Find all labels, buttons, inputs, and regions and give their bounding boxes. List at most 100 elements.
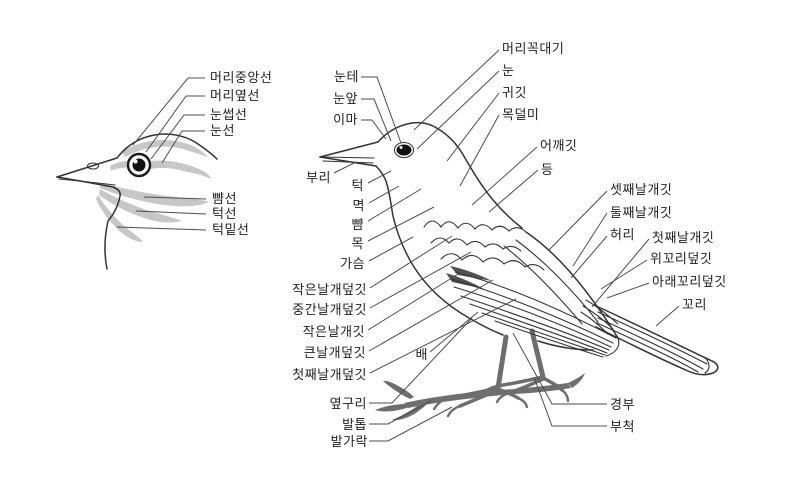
left-foot-claw2	[446, 404, 462, 418]
tertial-edge-2	[503, 245, 583, 325]
left-foot-toe1	[446, 386, 500, 400]
branch-tip-right	[568, 373, 585, 388]
left-foot-backclaw	[516, 396, 529, 409]
leg-right	[529, 328, 546, 380]
label-toe: 발가락	[330, 434, 368, 449]
label-uppertail-coverts: 위꼬리덮깃	[650, 251, 713, 266]
left-foot-toe2	[458, 388, 500, 408]
tail-outline	[593, 304, 719, 376]
label-ear-coverts: 귀깃	[502, 85, 527, 100]
eye-stripe	[151, 160, 211, 179]
label-tarsus: 부척	[610, 419, 635, 434]
median-coverts-row	[430, 237, 522, 252]
tail-tip-notch	[703, 356, 710, 374]
bill-top	[319, 141, 379, 158]
label-breast: 가슴	[340, 256, 365, 271]
label-eyebrow-line: 눈썹선	[210, 107, 248, 122]
label-nape: 목덜미	[502, 107, 540, 122]
flight-feather-1	[454, 271, 617, 339]
label-primary-coverts: 첫째날개덮깃	[292, 367, 367, 382]
label-belly: 배	[415, 347, 428, 362]
label-rump: 허리	[610, 227, 635, 242]
label-chin-line: 턱밑선	[212, 222, 250, 237]
label-head-side-line: 머리옆선	[210, 88, 260, 103]
label-alula: 작은날개깃	[302, 324, 365, 339]
leader-lines	[116, 49, 680, 442]
head-outline-top	[56, 133, 218, 178]
alula-feather-2	[446, 273, 484, 289]
label-eye-line: 눈선	[210, 123, 235, 138]
bill-lower-line	[322, 160, 374, 164]
label-lores: 눈앞	[333, 91, 358, 106]
lateral-crown-stripe	[121, 140, 208, 157]
right-foot-claw1	[481, 384, 499, 396]
label-eye: 눈	[502, 63, 515, 78]
tail-feather-3	[596, 322, 699, 373]
label-median-coverts: 중간날개덮깃	[292, 302, 367, 317]
label-secondaries: 둘째날개깃	[610, 205, 673, 220]
label-throat: 멱	[352, 198, 365, 213]
label-cheek-line: 뺨선	[212, 191, 237, 206]
label-jaw-line: 턱선	[212, 206, 237, 221]
label-bill: 부리	[306, 170, 331, 185]
bird-illustration	[319, 122, 719, 421]
head-eye-glint	[133, 159, 138, 164]
label-chin: 턱	[351, 178, 364, 193]
head-illustration	[56, 133, 218, 270]
label-flank: 옆구리	[329, 396, 367, 411]
bird-eye-glint	[399, 146, 403, 149]
head-outline-bottom	[56, 176, 121, 270]
right-foot-backtoe	[541, 376, 564, 392]
lesser-coverts-row	[423, 220, 527, 233]
tail-covert-1	[585, 299, 619, 325]
flight-feather-2	[450, 278, 614, 344]
label-undertail-coverts: 아래꼬리덮깃	[652, 274, 727, 289]
label-scapulars: 어깨깃	[540, 138, 578, 153]
label-thigh: 경부	[610, 397, 635, 412]
left-foot-claw1	[432, 396, 450, 411]
breast-belly-outline	[375, 165, 504, 336]
loral-stripe	[110, 160, 132, 171]
cheek-stripe	[100, 183, 209, 207]
label-claw: 발톱	[342, 417, 367, 432]
label-eye-ring: 눈테	[334, 69, 359, 84]
tail-feather-2	[597, 317, 704, 370]
label-head-center-line: 머리중앙선	[210, 70, 273, 85]
tail-feather-1	[597, 311, 708, 365]
bird-eye	[396, 144, 412, 156]
wing-tip	[605, 337, 620, 357]
right-foot-claw2	[495, 391, 511, 404]
tail-covert-2	[582, 305, 614, 330]
jaw-stripe	[99, 189, 182, 223]
leg-left	[495, 334, 509, 391]
flight-feather-4	[460, 295, 610, 351]
label-forehead: 이마	[333, 112, 358, 127]
label-greater-coverts: 큰날개덮깃	[303, 345, 366, 360]
label-crown: 머리꼭대기	[502, 41, 565, 56]
head-back-outline	[377, 122, 523, 229]
bill-gape	[319, 156, 375, 159]
label-tail: 꼬리	[682, 297, 707, 312]
chin-stripe	[96, 195, 143, 242]
wing-outer-edge	[525, 231, 619, 339]
flight-feather-7	[494, 320, 604, 358]
branch-twig-left-top	[383, 380, 414, 399]
label-lesser-coverts: 작은날개덮깃	[292, 282, 367, 297]
beak-mouth-line	[58, 178, 116, 186]
label-primaries: 첫째날개깃	[652, 230, 715, 245]
label-neck: 목	[351, 236, 364, 251]
right-foot-toe1	[495, 375, 545, 388]
nostril	[86, 162, 100, 170]
alula-feather-1	[450, 266, 492, 281]
bird-eye-ring	[394, 142, 414, 158]
tertial-edge-1	[515, 239, 599, 323]
label-back: 등	[541, 162, 554, 177]
label-cheek: 뺨	[351, 217, 364, 232]
right-foot-backclaw	[560, 388, 570, 403]
flight-feather-5	[469, 303, 608, 354]
right-foot-toe2	[507, 377, 545, 395]
label-tertials: 셋째날개깃	[610, 182, 673, 197]
branch-twig-left-bottom	[375, 404, 413, 412]
